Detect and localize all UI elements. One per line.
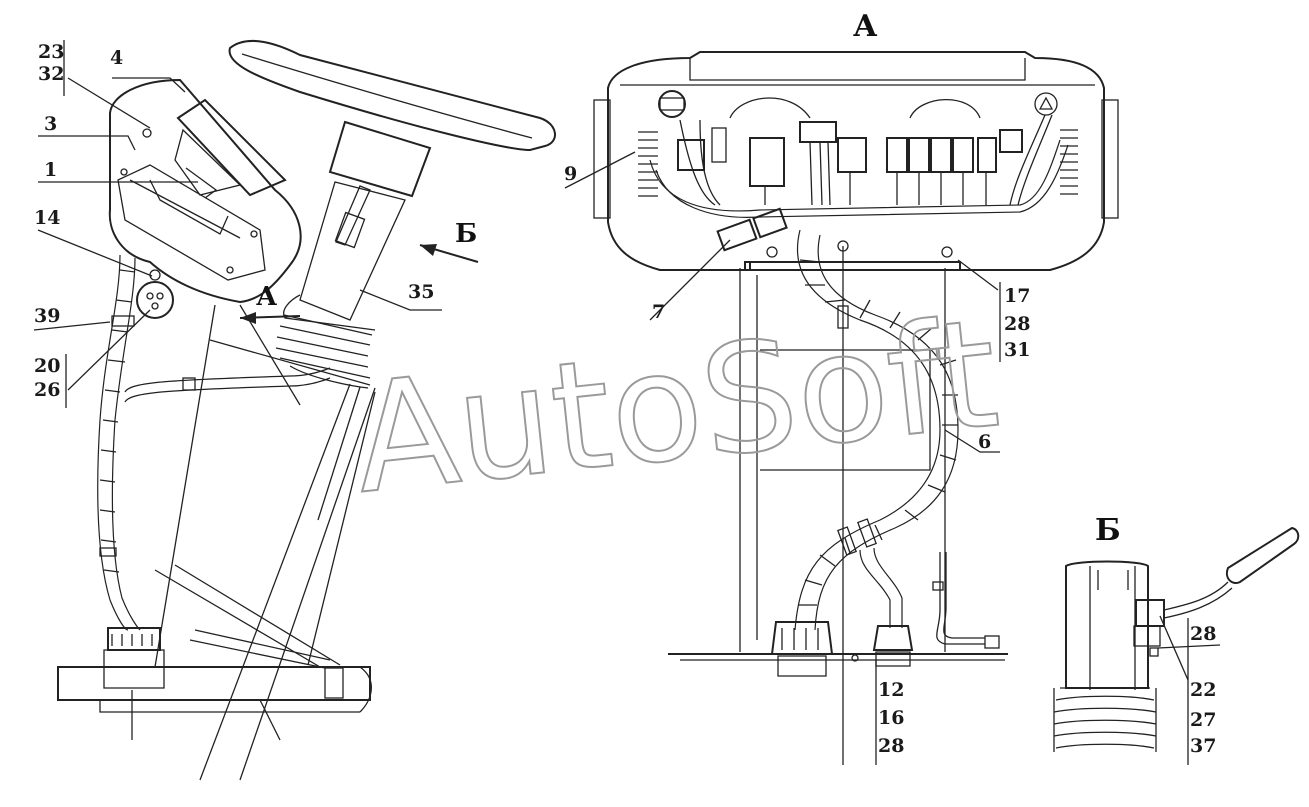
leader-lines <box>33 40 1221 765</box>
view-b <box>1053 526 1300 752</box>
callout-23: 23 <box>38 41 64 63</box>
callout-39: 39 <box>34 305 60 327</box>
callout-17: 17 <box>1004 285 1030 307</box>
callout-7: 7 <box>652 301 665 323</box>
callout-4: 4 <box>110 47 123 69</box>
callout-28-c: 28 <box>1190 623 1216 645</box>
callout-26: 26 <box>34 379 60 401</box>
view-a-title: А <box>853 9 878 44</box>
arrow-a-label: А <box>256 282 277 312</box>
callout-31: 31 <box>1004 339 1030 361</box>
callout-32: 32 <box>38 63 64 85</box>
view-a <box>593 51 1119 765</box>
side-view <box>57 40 556 781</box>
callout-28-a: 28 <box>1004 313 1030 335</box>
callout-12: 12 <box>878 679 904 701</box>
callout-37: 37 <box>1190 735 1216 757</box>
callout-20: 20 <box>34 355 60 377</box>
callout-6: 6 <box>978 431 991 453</box>
callout-3: 3 <box>44 113 57 135</box>
callout-16: 16 <box>878 707 904 729</box>
watermark: AutoSoft <box>347 287 1006 527</box>
arrow-b-label: Б <box>455 219 477 249</box>
callout-14: 14 <box>34 207 60 229</box>
callout-9: 9 <box>564 163 577 185</box>
callout-28-b: 28 <box>878 735 904 757</box>
column-bellows <box>275 294 376 389</box>
callout-27: 27 <box>1190 709 1216 731</box>
callout-35: 35 <box>408 281 434 303</box>
callout-22: 22 <box>1190 679 1216 701</box>
callout-1: 1 <box>44 159 57 181</box>
view-b-title: Б <box>1095 513 1121 548</box>
